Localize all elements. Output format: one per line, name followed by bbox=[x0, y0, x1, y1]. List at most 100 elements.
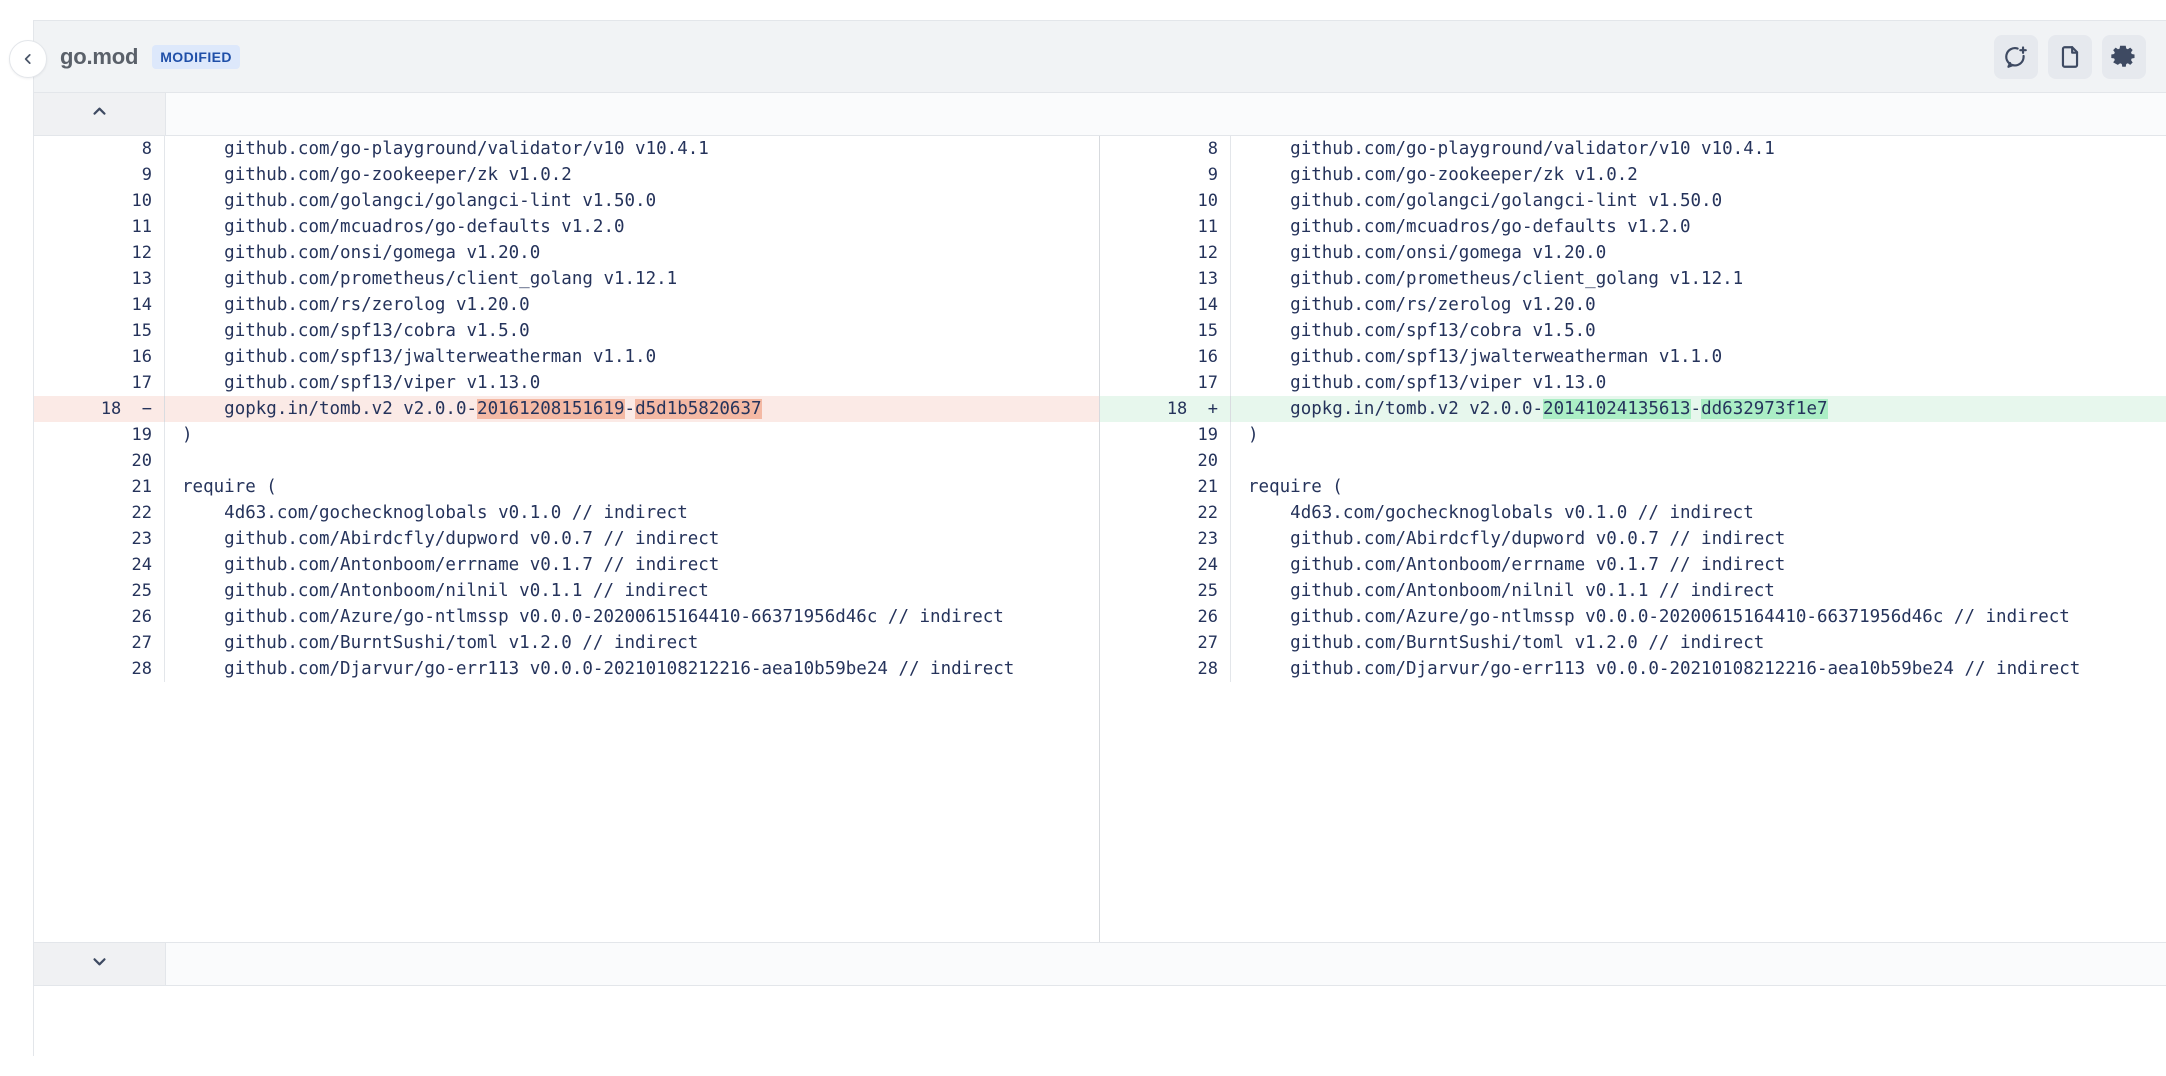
diff-line-number: 24 bbox=[34, 552, 165, 578]
diff-line-content: github.com/mcuadros/go-defaults v1.2.0 bbox=[1248, 217, 1691, 237]
view-file-button[interactable] bbox=[2048, 35, 2092, 79]
diff-row[interactable]: 14 github.com/rs/zerolog v1.20.0 bbox=[1100, 292, 2166, 318]
diff-row[interactable]: 19) bbox=[1100, 422, 2166, 448]
file-name-title: go.mod bbox=[60, 43, 139, 69]
diff-row[interactable]: 15 github.com/spf13/cobra v1.5.0 bbox=[34, 318, 1099, 344]
diff-line-content: github.com/mcuadros/go-defaults v1.2.0 bbox=[182, 217, 625, 237]
expand-up-spacer bbox=[166, 93, 2166, 135]
diff-line-number: 12 bbox=[1100, 240, 1231, 266]
diff-row[interactable]: 26 github.com/Azure/go-ntlmssp v0.0.0-20… bbox=[1100, 604, 2166, 630]
diff-pane-old: 8 github.com/go-playground/validator/v10… bbox=[34, 136, 1100, 942]
diff-line-number: 8 bbox=[34, 136, 165, 162]
diff-row[interactable]: 27 github.com/BurntSushi/toml v1.2.0 // … bbox=[1100, 630, 2166, 656]
file-icon bbox=[2057, 44, 2083, 70]
back-button[interactable] bbox=[9, 40, 47, 78]
diff-row[interactable]: 28 github.com/Djarvur/go-err113 v0.0.0-2… bbox=[34, 656, 1099, 682]
chevron-left-icon bbox=[21, 52, 35, 66]
diff-row[interactable]: 26 github.com/Azure/go-ntlmssp v0.0.0-20… bbox=[34, 604, 1099, 630]
diff-line-number: 13 bbox=[1100, 266, 1231, 292]
diff-line-content: github.com/BurntSushi/toml v1.2.0 // ind… bbox=[182, 633, 699, 653]
diff-line-number: 15 bbox=[34, 318, 165, 344]
diff-line-number: 20 bbox=[34, 448, 165, 474]
diff-line-number: 11 bbox=[34, 214, 165, 240]
code-text: gopkg.in/tomb.v2 v2.0.0- bbox=[182, 399, 478, 419]
diff-line-number: 21 bbox=[1100, 474, 1231, 500]
diff-row[interactable]: 10 github.com/golangci/golangci-lint v1.… bbox=[34, 188, 1099, 214]
diff-row[interactable]: 13 github.com/prometheus/client_golang v… bbox=[34, 266, 1099, 292]
diff-row[interactable]: 9 github.com/go-zookeeper/zk v1.0.2 bbox=[1100, 162, 2166, 188]
diff-row[interactable]: 22 4d63.com/gochecknoglobals v0.1.0 // i… bbox=[34, 500, 1099, 526]
diff-row[interactable]: 8 github.com/go-playground/validator/v10… bbox=[34, 136, 1099, 162]
diff-row[interactable]: 12 github.com/onsi/gomega v1.20.0 bbox=[1100, 240, 2166, 266]
diff-row[interactable]: 11 github.com/mcuadros/go-defaults v1.2.… bbox=[1100, 214, 2166, 240]
diff-row[interactable]: 23 github.com/Abirdcfly/dupword v0.0.7 /… bbox=[1100, 526, 2166, 552]
diff-row[interactable]: 24 github.com/Antonboom/errname v0.1.7 /… bbox=[1100, 552, 2166, 578]
diff-line-content bbox=[1231, 448, 2166, 474]
diff-line-content: github.com/golangci/golangci-lint v1.50.… bbox=[182, 191, 657, 211]
diff-row[interactable]: 18 − gopkg.in/tomb.v2 v2.0.0-20161208151… bbox=[34, 396, 1099, 422]
status-badge: MODIFIED bbox=[152, 44, 240, 69]
diff-row[interactable]: 11 github.com/mcuadros/go-defaults v1.2.… bbox=[34, 214, 1099, 240]
diff-line-content: github.com/prometheus/client_golang v1.1… bbox=[1248, 269, 1744, 289]
diff-row[interactable]: 18 + gopkg.in/tomb.v2 v2.0.0-20141024135… bbox=[1100, 396, 2166, 422]
diff-row[interactable]: 14 github.com/rs/zerolog v1.20.0 bbox=[34, 292, 1099, 318]
expand-up-row[interactable] bbox=[34, 93, 2166, 136]
diff-row[interactable]: 20 bbox=[34, 448, 1099, 474]
diff-line-content: ) bbox=[182, 425, 193, 445]
diff-row[interactable]: 22 4d63.com/gochecknoglobals v0.1.0 // i… bbox=[1100, 500, 2166, 526]
diff-line-number: 16 bbox=[1100, 344, 1231, 370]
diff-line-content: github.com/spf13/cobra v1.5.0 bbox=[182, 321, 530, 341]
diff-row[interactable]: 23 github.com/Abirdcfly/dupword v0.0.7 /… bbox=[34, 526, 1099, 552]
diff-line-content: ) bbox=[1248, 425, 1259, 445]
diff-row[interactable]: 27 github.com/BurntSushi/toml v1.2.0 // … bbox=[34, 630, 1099, 656]
diff-line-number: 13 bbox=[34, 266, 165, 292]
diff-line-content: github.com/Antonboom/errname v0.1.7 // i… bbox=[182, 555, 720, 575]
diff-row[interactable]: 16 github.com/spf13/jwalterweatherman v1… bbox=[34, 344, 1099, 370]
expand-down-button[interactable] bbox=[34, 943, 166, 985]
expand-down-row[interactable] bbox=[34, 942, 2166, 986]
word-diff-highlight: dd632973f1e7 bbox=[1701, 399, 1828, 419]
diff-row[interactable]: 17 github.com/spf13/viper v1.13.0 bbox=[1100, 370, 2166, 396]
diff-line-content: 4d63.com/gochecknoglobals v0.1.0 // indi… bbox=[1248, 503, 1754, 523]
diff-line-number: 19 bbox=[34, 422, 165, 448]
diff-line-number: 26 bbox=[34, 604, 165, 630]
diff-line-number: 15 bbox=[1100, 318, 1231, 344]
diff-row[interactable]: 10 github.com/golangci/golangci-lint v1.… bbox=[1100, 188, 2166, 214]
expand-down-spacer bbox=[166, 943, 2166, 985]
diff-row[interactable]: 16 github.com/spf13/jwalterweatherman v1… bbox=[1100, 344, 2166, 370]
diff-line-content: github.com/onsi/gomega v1.20.0 bbox=[182, 243, 541, 263]
diff-row[interactable]: 25 github.com/Antonboom/nilnil v0.1.1 //… bbox=[34, 578, 1099, 604]
diff-row[interactable]: 28 github.com/Djarvur/go-err113 v0.0.0-2… bbox=[1100, 656, 2166, 682]
diff-line-number: 14 bbox=[34, 292, 165, 318]
diff-row[interactable]: 9 github.com/go-zookeeper/zk v1.0.2 bbox=[34, 162, 1099, 188]
diff-line-content: github.com/prometheus/client_golang v1.1… bbox=[182, 269, 678, 289]
diff-row[interactable]: 12 github.com/onsi/gomega v1.20.0 bbox=[34, 240, 1099, 266]
settings-button[interactable] bbox=[2102, 35, 2146, 79]
expand-up-button[interactable] bbox=[34, 93, 166, 135]
diff-row[interactable]: 13 github.com/prometheus/client_golang v… bbox=[1100, 266, 2166, 292]
diff-row[interactable]: 20 bbox=[1100, 448, 2166, 474]
diff-line-content: github.com/spf13/viper v1.13.0 bbox=[182, 373, 541, 393]
header-actions bbox=[1994, 21, 2146, 93]
diff-row[interactable]: 15 github.com/spf13/cobra v1.5.0 bbox=[1100, 318, 2166, 344]
diff-body[interactable]: 8 github.com/go-playground/validator/v10… bbox=[34, 136, 2166, 942]
diff-row[interactable]: 8 github.com/go-playground/validator/v10… bbox=[1100, 136, 2166, 162]
diff-line-number: 21 bbox=[34, 474, 165, 500]
diff-line-number: 28 bbox=[1100, 656, 1231, 682]
diff-line-number: 22 bbox=[34, 500, 165, 526]
file-header: go.mod MODIFIED bbox=[9, 21, 2166, 93]
word-diff-highlight: 20161208151619 bbox=[477, 399, 625, 419]
code-text: - bbox=[1690, 399, 1702, 419]
diff-line-number: 27 bbox=[1100, 630, 1231, 656]
diff-row[interactable]: 17 github.com/spf13/viper v1.13.0 bbox=[34, 370, 1099, 396]
diff-line-content: github.com/go-playground/validator/v10 v… bbox=[1248, 139, 1775, 159]
diff-line-number: 14 bbox=[1100, 292, 1231, 318]
add-comment-button[interactable] bbox=[1994, 35, 2038, 79]
diff-row[interactable]: 24 github.com/Antonboom/errname v0.1.7 /… bbox=[34, 552, 1099, 578]
diff-row[interactable]: 19) bbox=[34, 422, 1099, 448]
diff-line-content: github.com/spf13/viper v1.13.0 bbox=[1248, 373, 1607, 393]
diff-row[interactable]: 25 github.com/Antonboom/nilnil v0.1.1 //… bbox=[1100, 578, 2166, 604]
diff-line-number: 9 bbox=[34, 162, 165, 188]
